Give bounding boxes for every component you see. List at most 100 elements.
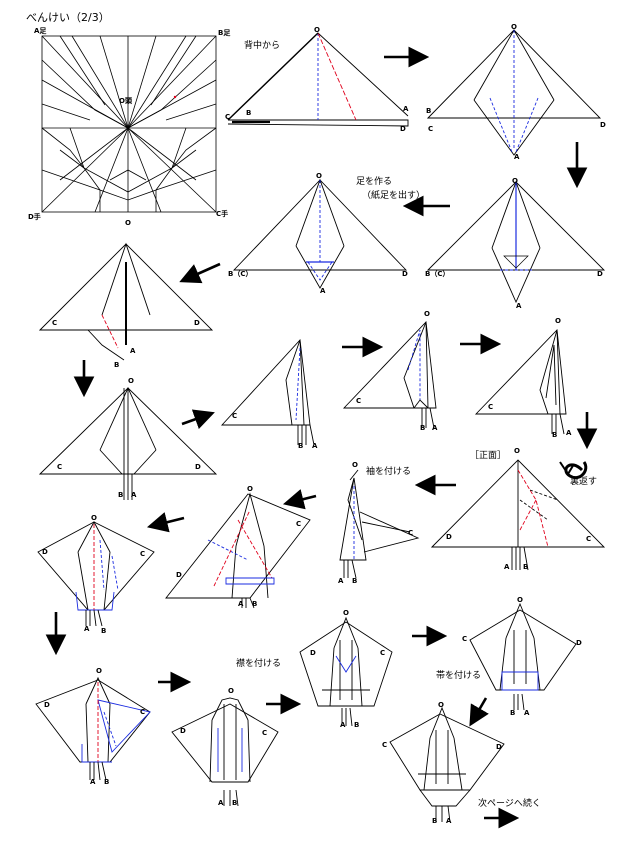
- label-o: O: [424, 310, 430, 318]
- step2-diagram: [426, 29, 602, 156]
- step17-diagram: [469, 602, 577, 711]
- label-b: B: [298, 442, 304, 450]
- label-o: O: [517, 596, 523, 604]
- step1-diagram: [227, 32, 409, 127]
- label-c: C: [356, 397, 362, 405]
- label-o: O: [512, 177, 518, 185]
- label-a: A: [238, 600, 244, 608]
- page-title: べんけい（2/3）: [26, 11, 110, 24]
- label-c: C: [462, 635, 468, 643]
- step9-diagram: [474, 328, 567, 435]
- label-c: C: [380, 649, 386, 657]
- left-arrow-icon: [282, 489, 317, 510]
- label-c: C: [586, 535, 592, 543]
- label-d: D: [310, 649, 316, 657]
- label-o: O: [128, 377, 134, 385]
- label-o: O: [438, 701, 444, 709]
- label-c: C: [140, 550, 146, 558]
- label-c: C: [488, 403, 494, 411]
- label-b: B: [118, 491, 124, 499]
- step3-diagram: [426, 180, 606, 304]
- label-b: B: [232, 799, 238, 807]
- label-d: D: [600, 121, 606, 129]
- label-a: A: [516, 302, 522, 310]
- label-d: D: [195, 463, 201, 471]
- label-o: O: [555, 317, 561, 325]
- step10-diagram: [430, 459, 606, 571]
- label-a: A: [218, 799, 224, 807]
- label-a: A: [130, 347, 136, 355]
- label-b: B: [510, 709, 516, 717]
- label-c: C: [225, 113, 231, 121]
- label-o: O: [247, 485, 253, 493]
- label-b: B: [101, 627, 107, 635]
- label-a: A: [514, 153, 520, 161]
- step1-hint: 背中から: [244, 41, 281, 51]
- step11-hint: 袖を付ける: [366, 467, 412, 477]
- label-c: C: [296, 520, 302, 528]
- footer-note: 次ページへ続く: [478, 799, 541, 809]
- label-c: C: [262, 729, 268, 737]
- label-d: D: [496, 743, 502, 751]
- step4-hint-2: （紙足を出す）: [362, 191, 426, 201]
- step10-tag: ［正面］: [470, 451, 507, 461]
- corner-label-c: C手: [216, 210, 229, 218]
- crease-pattern: [41, 35, 217, 213]
- label-d: D: [597, 270, 603, 278]
- step4-hint-1: 足を作る: [356, 177, 393, 187]
- label-a: A: [446, 817, 452, 825]
- label-b: B: [252, 600, 258, 608]
- label-d: D: [176, 571, 182, 579]
- corner-label-d: D手: [28, 213, 41, 221]
- label-bc: B（C）: [425, 270, 450, 278]
- left-arrow-icon: [179, 262, 221, 284]
- step14-diagram: [35, 676, 151, 781]
- label-d: D: [180, 727, 186, 735]
- label-o: O: [96, 667, 102, 675]
- label-a: A: [340, 721, 346, 729]
- label-o: O: [228, 687, 234, 695]
- label-c: C: [140, 708, 146, 716]
- crease-pattern-red-dot: [173, 95, 177, 99]
- step5-diagram: [38, 242, 214, 361]
- label-d: D: [576, 639, 582, 647]
- label-c: C: [52, 319, 58, 327]
- label-a: A: [131, 491, 137, 499]
- label-a: A: [312, 442, 318, 450]
- label-b: B: [352, 577, 358, 585]
- step15-diagram: [171, 697, 279, 807]
- step11-diagram: [339, 469, 420, 579]
- label-o: O: [352, 461, 358, 469]
- left-arrow-icon: [469, 697, 489, 727]
- corner-label-a: A足: [34, 27, 47, 35]
- label-b: B: [523, 563, 529, 571]
- label-d: D: [402, 270, 408, 278]
- label-a: A: [432, 424, 438, 432]
- center-label: O頭: [119, 97, 132, 105]
- label-o: O: [314, 26, 320, 34]
- label-c: C: [428, 125, 434, 133]
- label-a: A: [504, 563, 510, 571]
- label-c: C: [382, 741, 388, 749]
- label-a: A: [338, 577, 344, 585]
- label-b: B: [114, 361, 120, 369]
- step6-diagram: [38, 386, 218, 500]
- step13-diagram: [37, 521, 155, 627]
- bottom-o-label: O: [125, 219, 131, 227]
- label-d: D: [400, 125, 406, 133]
- arrows: [45, 46, 598, 829]
- label-d: D: [446, 533, 452, 541]
- label-d: D: [44, 701, 50, 709]
- corner-label-b: B足: [218, 29, 231, 37]
- step18-diagram: [389, 706, 505, 823]
- step12-diagram: [165, 492, 311, 609]
- right-arrow-icon: [181, 409, 215, 430]
- label-o: O: [511, 23, 517, 31]
- label-d: D: [42, 548, 48, 556]
- step7-diagram: [220, 338, 315, 446]
- left-arrow-icon: [146, 512, 185, 533]
- label-o: O: [343, 609, 349, 617]
- label-a: A: [320, 287, 326, 295]
- label-b: B: [432, 817, 438, 825]
